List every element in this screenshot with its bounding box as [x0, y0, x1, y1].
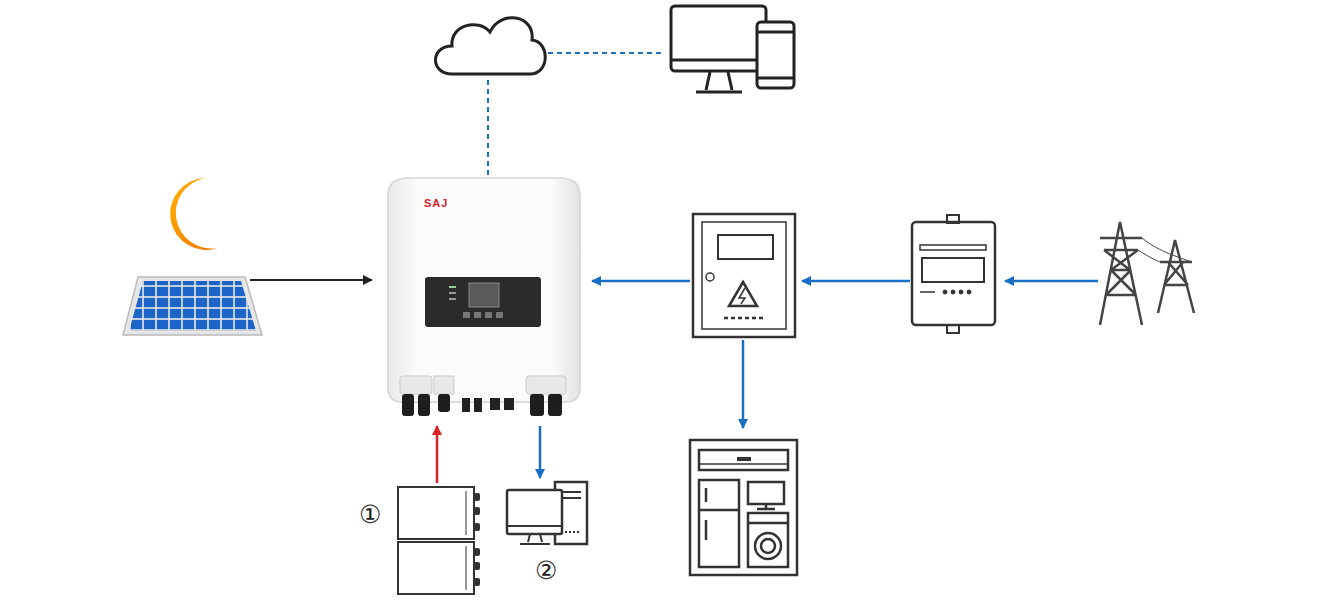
- inverter-label: SAJ: [424, 197, 448, 209]
- cloud-icon: [436, 18, 546, 74]
- inverter-illustration: [386, 176, 582, 424]
- solar-panel: [123, 277, 262, 335]
- moon-icon: [170, 178, 218, 250]
- flow-arrow: [436, 426, 439, 483]
- inverter: SAJ: [386, 176, 582, 424]
- flow-arrow: [539, 426, 542, 478]
- grid-arrow: [592, 280, 690, 283]
- home-appliances: [690, 440, 797, 575]
- callout-number: ②: [535, 558, 557, 583]
- sun-arrow: [250, 279, 372, 281]
- distribution-box: [693, 214, 795, 337]
- energy-meter: [912, 215, 995, 333]
- power-pylons: [1100, 222, 1194, 325]
- grid-arrow: [742, 340, 745, 428]
- grid-arrow: [802, 280, 910, 283]
- cloud-link: [548, 52, 665, 54]
- callout-number: ①: [359, 502, 381, 527]
- cloud-link: [487, 80, 489, 176]
- grid-arrow: [1005, 280, 1098, 283]
- battery-stack: ①: [350, 485, 485, 597]
- computer: ②: [500, 480, 592, 592]
- monitor-phone-icon: [671, 6, 794, 92]
